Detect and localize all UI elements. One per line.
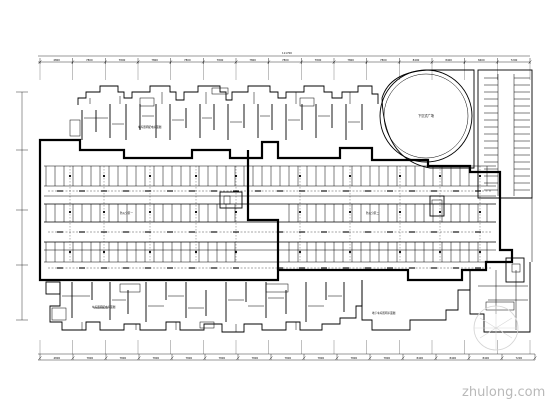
ceiling-light-fixture <box>398 250 402 254</box>
lower-residential-block <box>49 280 363 333</box>
note-text-upper: 车库照明配电平面图 <box>138 125 162 129</box>
dim-top-label: 8400 <box>478 58 485 62</box>
zone-label-1: 防火分区一 <box>120 211 133 215</box>
ceiling-light-fixture <box>68 174 72 178</box>
left-grid-axis <box>16 91 28 321</box>
note-text: 地下车库照明平面图 <box>372 311 396 315</box>
dim-bottom-label: 7800 <box>153 356 160 360</box>
upper-residential-block <box>69 85 379 140</box>
ceiling-light-fixture <box>234 250 238 254</box>
dim-top-label: 4800 <box>53 58 60 62</box>
dim-top-label: 7800 <box>184 58 191 62</box>
note-text-lower: 车库照明配电平面图 <box>92 305 116 309</box>
top-dimension-line: 4800 7800 7800 7800 7800 7800 7800 7800 7800 7800… <box>38 51 532 64</box>
dim-bottom-label: 7800 <box>285 356 292 360</box>
ceiling-light-fixture <box>478 210 482 214</box>
light-fixtures <box>57 174 482 269</box>
ceiling-light-fixture <box>398 210 402 214</box>
dim-bottom-label: 7200 <box>516 356 523 360</box>
ceiling-light-fixture <box>348 250 352 254</box>
dim-bottom-label: 8400 <box>483 356 490 360</box>
bottom-dimension-line: 4800 7800 7800 7800 7800 7800 7800 7800 7800 7800… <box>38 353 537 361</box>
ceiling-light-fixture <box>194 250 198 254</box>
ceiling-light-fixture <box>148 174 152 178</box>
ceiling-light-fixture <box>348 174 352 178</box>
dim-top-label: 7800 <box>347 58 354 62</box>
ceiling-light-fixture <box>68 210 72 214</box>
dim-top-label: 7800 <box>282 58 289 62</box>
dim-bottom-label: 8400 <box>417 356 424 360</box>
dim-bottom-label: 7800 <box>120 356 127 360</box>
ceiling-light-fixture <box>438 174 442 178</box>
circular-ramp: 下沉式广场 <box>379 69 475 169</box>
zhulong-watermark: zhulong.com <box>462 305 545 400</box>
lower-right-structure: 地下车库照明平面图 <box>361 262 531 333</box>
ceiling-light-fixture <box>438 210 442 214</box>
dim-top-label: 7800 <box>119 58 126 62</box>
dim-top-label: 7800 <box>151 58 158 62</box>
dim-bottom-label: 8400 <box>450 356 457 360</box>
ceiling-light-fixture <box>194 174 198 178</box>
ceiling-light-fixture <box>348 210 352 214</box>
ceiling-light-fixture <box>438 250 442 254</box>
dim-top-label: 7200 <box>511 58 518 62</box>
column-grid <box>39 62 531 354</box>
lighting-circuits <box>48 166 492 269</box>
parking-stalls <box>44 165 496 263</box>
dim-top-label: 7800 <box>249 58 256 62</box>
zone-label-2: 防火分区二 <box>366 211 379 215</box>
ceiling-light-fixture <box>194 210 198 214</box>
ceiling-light-fixture <box>102 210 106 214</box>
dim-bottom-label: 7800 <box>219 356 226 360</box>
dim-top-label: 8400 <box>445 58 452 62</box>
dim-bottom-label: 7800 <box>351 356 358 360</box>
ceiling-light-fixture <box>298 210 302 214</box>
ceiling-light-fixture <box>398 174 402 178</box>
dim-bottom-label: 7800 <box>186 356 193 360</box>
dim-top-label: 8400 <box>413 58 420 62</box>
ceiling-light-fixture <box>102 174 106 178</box>
ceiling-light-fixture <box>148 210 152 214</box>
garage-fire-zone-boundary <box>38 138 514 282</box>
ceiling-light-fixture <box>102 250 106 254</box>
ceiling-light-fixture <box>234 174 238 178</box>
dim-top-label: 7800 <box>315 58 322 62</box>
dim-bottom-label: 7800 <box>252 356 259 360</box>
ceiling-light-fixture <box>478 250 482 254</box>
total-dimension-top: 111700 <box>282 51 292 55</box>
ramp-label: 下沉式广场 <box>418 113 434 118</box>
ceiling-light-fixture <box>68 250 72 254</box>
dim-top-label: 7800 <box>86 58 93 62</box>
ceiling-light-fixture <box>478 174 482 178</box>
ceiling-light-fixture <box>298 250 302 254</box>
watermark-text: zhulong.com <box>462 385 545 400</box>
dim-bottom-label: 7800 <box>318 356 325 360</box>
dim-top-label: 7800 <box>217 58 224 62</box>
right-parking-strip <box>477 69 533 262</box>
dim-bottom-label: 7800 <box>87 356 94 360</box>
dim-bottom-label: 4800 <box>54 356 61 360</box>
ceiling-light-fixture <box>148 250 152 254</box>
ceiling-light-fixture <box>298 174 302 178</box>
dim-top-label: 7800 <box>380 58 387 62</box>
dim-bottom-label: 7800 <box>384 356 391 360</box>
ceiling-light-fixture <box>234 210 238 214</box>
equipment-rooms <box>45 191 525 295</box>
